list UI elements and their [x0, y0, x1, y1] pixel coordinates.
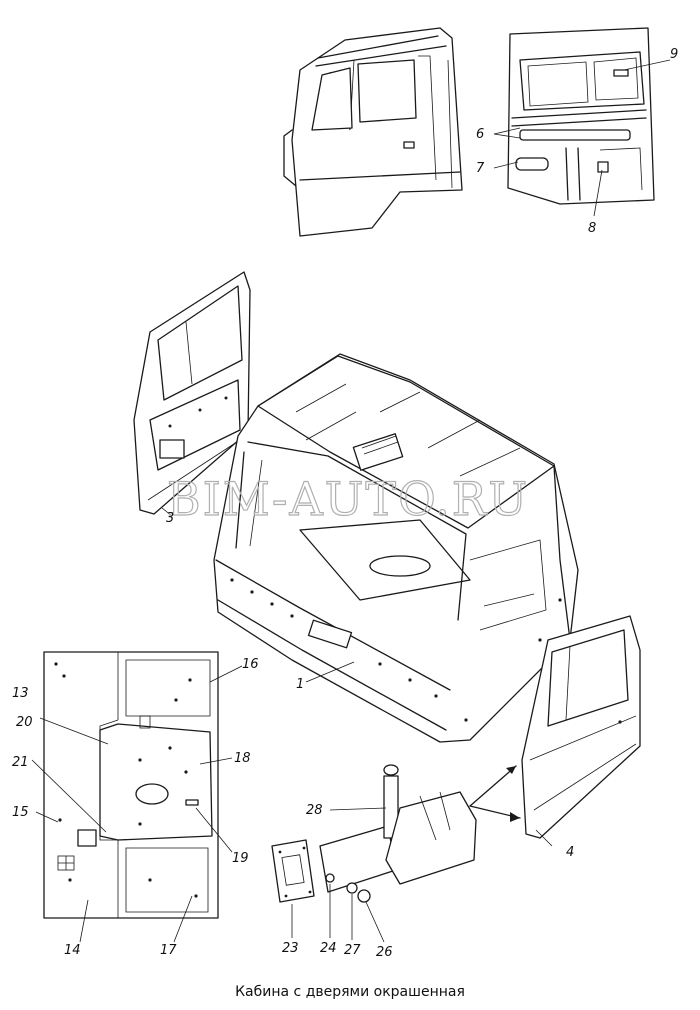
assembly-arrows — [469, 765, 521, 822]
callout-13: 13 — [12, 686, 29, 701]
callout-20: 20 — [16, 715, 33, 730]
callout-4: 4 — [566, 845, 574, 860]
callout-15: 15 — [12, 805, 29, 820]
callout-9: 9 — [670, 47, 678, 62]
callout-labels: 9 6 7 8 3 1 4 16 13 20 21 15 18 19 14 17… — [12, 47, 678, 960]
callout-19: 19 — [232, 851, 249, 866]
callout-26: 26 — [376, 945, 393, 960]
cab-body — [213, 353, 579, 743]
callout-6: 6 — [476, 127, 484, 142]
callout-7: 7 — [476, 161, 485, 176]
callout-8: 8 — [588, 221, 596, 236]
cab-side-view — [283, 27, 463, 237]
cab-interior-rear-view — [507, 27, 655, 205]
callout-3: 3 — [166, 511, 174, 526]
floor-panel — [43, 651, 219, 919]
callout-lines-top — [493, 59, 671, 217]
callout-17: 17 — [160, 943, 177, 958]
left-door — [133, 271, 251, 515]
callout-28: 28 — [306, 803, 323, 818]
hinge-assembly — [271, 764, 477, 903]
callout-16: 16 — [242, 657, 259, 672]
right-door — [521, 615, 641, 839]
callout-18: 18 — [234, 751, 251, 766]
callout-1: 1 — [296, 677, 304, 692]
figure-caption: Кабина с дверями окрашенная — [235, 984, 465, 1000]
callout-27: 27 — [344, 943, 361, 958]
watermark-text: BIM-AUTO.RU — [167, 472, 529, 526]
callout-24: 24 — [320, 941, 337, 956]
callout-23: 23 — [282, 941, 299, 956]
leader-lines — [31, 507, 553, 943]
callout-14: 14 — [64, 943, 81, 958]
callout-21: 21 — [12, 755, 29, 770]
